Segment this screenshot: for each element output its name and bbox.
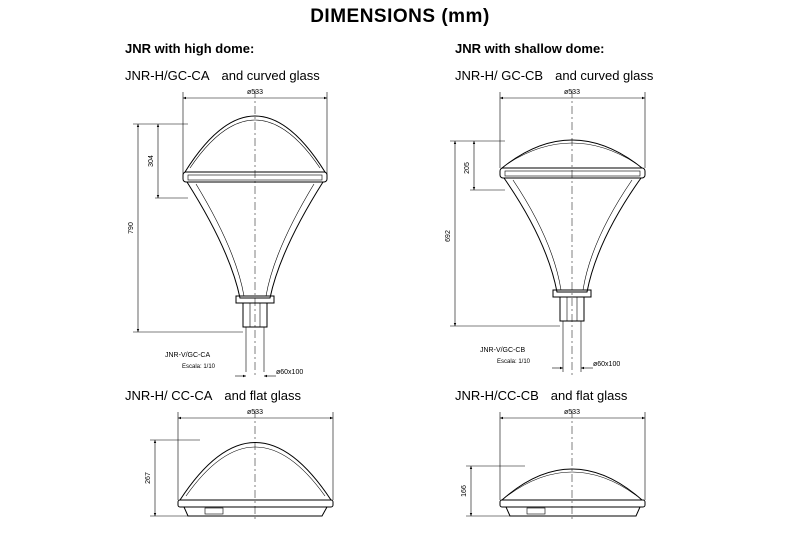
left-top-height-label: 790 (128, 222, 135, 234)
right-top-luminaire: ø533 205 692 ø60x100 (445, 89, 646, 378)
left-top-model-code: JNR-H/GC-CA (125, 68, 210, 83)
right-bottom-model-code: JNR-H/CC-CB (455, 388, 539, 403)
right-bottom-model-desc: and flat glass (550, 388, 628, 403)
left-heading: JNR with high dome: (125, 41, 255, 56)
page-title: DIMENSIONS (mm) (310, 6, 490, 27)
right-bottom-luminaire: ø533 166 (461, 409, 646, 520)
left-bottom-height-label: 267 (145, 472, 152, 484)
right-heading: JNR with shallow dome: (455, 41, 605, 56)
right-top-post-label: ø60x100 (593, 361, 620, 368)
right-bottom-model: JNR-H/CC-CB and flat glass (455, 388, 627, 403)
left-top-model-desc: and curved glass (221, 68, 320, 83)
left-top-caption-scale: Escala: 1/10 (182, 364, 216, 370)
left-top-caption-ref: JNR-V/GC-CA (165, 352, 210, 359)
right-top-model: JNR-H/ GC-CB and curved glass (455, 68, 653, 83)
right-bottom-height-label: 166 (461, 485, 468, 497)
left-bottom-luminaire: ø533 267 (145, 409, 334, 520)
left-bottom-model-code: JNR-H/ CC-CA (125, 388, 213, 403)
left-top-luminaire: ø533 304 790 ø60x100 (128, 89, 328, 378)
left-bottom-model: JNR-H/ CC-CA and flat glass (125, 388, 301, 403)
right-top-dome-label: 205 (464, 162, 471, 174)
right-top-height-label: 692 (445, 230, 452, 242)
right-top-caption-scale: Escala: 1/10 (497, 359, 531, 365)
right-top-model-desc: and curved glass (555, 68, 654, 83)
right-top-model-code: JNR-H/ GC-CB (455, 68, 544, 83)
left-top-model: JNR-H/GC-CA and curved glass (125, 68, 320, 83)
right-top-caption-ref: JNR-V/GC-CB (480, 347, 525, 354)
left-top-post-label: ø60x100 (276, 369, 303, 376)
left-top-dome-label: 304 (148, 155, 155, 167)
left-bottom-model-desc: and flat glass (224, 388, 301, 403)
